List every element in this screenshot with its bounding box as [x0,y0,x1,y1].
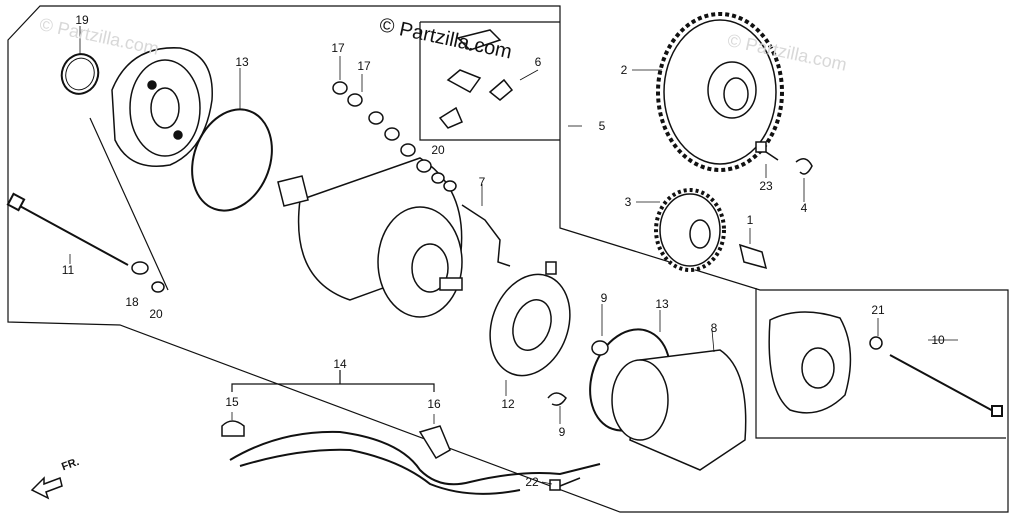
callout-20: 20 [431,143,445,157]
callout-8: 8 [710,321,718,335]
part-10-cover [768,311,852,414]
callout-12: 12 [501,397,515,411]
part-15-cap [221,420,245,437]
callout-13: 13 [235,55,249,69]
callout-10: 10 [931,333,945,347]
part-16-boot [418,425,451,460]
callout-3: 3 [624,195,632,209]
guide-line [89,117,169,291]
part-9-lower [547,392,567,406]
part-14-harness [229,430,601,495]
front-direction-arrow [30,476,63,500]
subassembly-6-box [419,21,560,141]
callout-15: 15 [225,395,239,409]
part-8-housing [611,349,747,471]
callout-2: 2 [620,63,628,77]
main-outline [7,5,1009,513]
part-10-bolt [889,354,1003,417]
callout-22: 22 [525,475,539,489]
part-2-gear [656,12,784,172]
callout-1: 1 [746,213,754,227]
part-18-washer [131,261,149,275]
callout-13: 13 [655,297,669,311]
callout-19: 19 [75,13,89,27]
rear-cover [111,47,213,167]
callout-4: 4 [800,201,808,215]
subassembly-10-box [755,288,1006,439]
callout-17: 17 [357,59,371,73]
callout-9: 9 [600,291,608,305]
part-9-upper [591,340,609,356]
part-6-parts [438,29,514,129]
part-1-pin [738,243,768,270]
part-20-washer [151,281,165,293]
callout-7: 7 [478,175,486,189]
part-12-brush-holder [489,261,571,377]
callout-18: 18 [125,295,139,309]
part-11-bolt [6,192,129,266]
part-23-bolt [755,141,779,161]
part-19-oring [60,53,100,95]
callout-5: 5 [598,119,606,133]
callout-14: 14 [333,357,347,371]
armature [277,157,463,318]
callout-6: 6 [534,55,542,69]
part-21-washer [869,336,883,350]
callout-9: 9 [558,425,566,439]
callout-16: 16 [427,397,441,411]
small-parts-chain [332,81,457,192]
part-7-terminal [461,204,511,267]
callout-21: 21 [871,303,885,317]
part-13-oring-left [191,108,273,212]
part-4-clip [795,158,813,175]
bracket-14 [231,383,435,392]
callout-23: 23 [759,179,773,193]
part-3-gear [654,188,726,272]
part-22-bolt [549,477,581,491]
leader-lines [69,26,958,485]
callout-17: 17 [331,41,345,55]
callout-11: 11 [61,263,75,277]
callout-20: 20 [149,307,163,321]
